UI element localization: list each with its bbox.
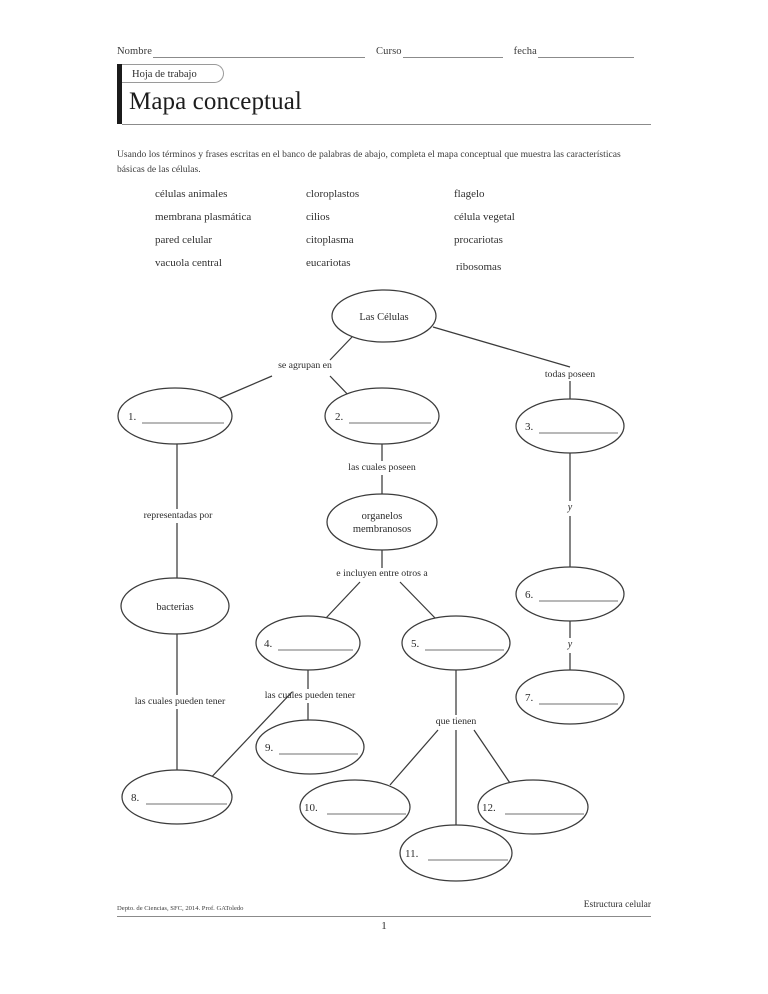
edge-se-agrupan-to-n1 — [215, 375, 273, 401]
link-label-las-cuales-pueden-tener-1: las cuales pueden tener — [135, 696, 226, 707]
word-bank-item: células animales — [155, 188, 228, 200]
curso-label: Curso — [376, 46, 402, 57]
edge-que-tienen-to-n10 — [389, 729, 439, 786]
link-label-que-tienen: que tienen — [436, 716, 477, 727]
link-label-y-1: y — [567, 502, 573, 513]
node-8[interactable]: 8. — [121, 769, 233, 825]
student-info-row: Nombre Curso fecha — [117, 40, 651, 58]
fecha-blank[interactable] — [537, 45, 634, 58]
concept-map-link-labels: se agrupan en todas poseen las cuales po… — [135, 360, 596, 727]
node-number-10: 10. — [304, 802, 318, 814]
node-1[interactable]: 1. — [117, 387, 233, 445]
node-organelos-membranosos: organelos membranosos — [326, 493, 438, 551]
node-2[interactable]: 2. — [324, 387, 440, 445]
word-bank-item: flagelo — [454, 188, 485, 200]
title-accent-bar — [117, 64, 122, 124]
node-10[interactable]: 10. — [299, 779, 411, 835]
page-number: 1 — [381, 920, 387, 932]
instructions-text: Usando los términos y frases escritas en… — [117, 149, 621, 175]
node-3[interactable]: 3. — [515, 398, 625, 454]
link-label-y-2: y — [567, 639, 573, 650]
word-bank: células animales membrana plasmática par… — [117, 188, 651, 280]
node-number-6: 6. — [525, 589, 534, 601]
concept-map: Las Células 1. 2. 3. — [0, 280, 768, 900]
node-12[interactable]: 12. — [477, 779, 589, 835]
node-number-5: 5. — [411, 638, 420, 650]
link-label-las-cuales-poseen: las cuales poseen — [348, 462, 416, 473]
page-title: Mapa conceptual — [129, 88, 302, 115]
edge-e-incluyen-to-n5 — [399, 581, 438, 621]
link-label-las-cuales-pueden-tener-2: las cuales pueden tener — [265, 690, 356, 701]
title-divider — [122, 124, 651, 125]
footer-credit: Depto. de Ciencias, SFC, 2014. Prof. GAT… — [117, 905, 244, 912]
edge-root-to-se-agrupan — [329, 336, 353, 361]
node-number-8: 8. — [131, 792, 140, 804]
link-label-todas-poseen: todas poseen — [545, 369, 595, 380]
word-bank-item: membrana plasmática — [155, 211, 252, 223]
node-label-root: Las Células — [359, 312, 408, 323]
node-11[interactable]: 11. — [399, 824, 513, 882]
footer-divider — [117, 916, 651, 917]
page-footer: Estructura celular Depto. de Ciencias, S… — [117, 900, 651, 950]
node-4[interactable]: 4. — [255, 615, 361, 671]
node-number-2: 2. — [335, 411, 344, 423]
word-bank-item: procariotas — [454, 234, 503, 246]
edge-root-to-todas-poseen — [432, 326, 571, 368]
word-bank-item: cilios — [306, 211, 330, 223]
word-bank-item: cloroplastos — [306, 188, 360, 200]
node-6[interactable]: 6. — [515, 566, 625, 622]
word-bank-item: eucariotas — [306, 257, 351, 269]
node-label-organelos-line2: membranosos — [353, 524, 411, 535]
title-block: Hoja de trabajo Mapa conceptual — [117, 62, 651, 130]
word-bank-item: ribosomas — [456, 261, 502, 273]
node-number-11: 11. — [405, 848, 419, 860]
concept-map-nodes: Las Células 1. 2. 3. — [117, 289, 625, 882]
edge-las-cuales-pueden-tener-2-to-n8 — [204, 691, 293, 785]
edge-e-incluyen-to-n4 — [325, 581, 361, 619]
node-number-3: 3. — [525, 421, 534, 433]
link-label-e-incluyen-entre-otros: e incluyen entre otros a — [336, 568, 428, 579]
node-number-9: 9. — [265, 742, 274, 754]
link-label-representadas-por: representadas por — [144, 510, 214, 521]
node-label-organelos-line1: organelos — [362, 511, 403, 522]
edge-que-tienen-to-n12 — [473, 729, 513, 787]
node-root: Las Células — [331, 289, 437, 343]
node-7[interactable]: 7. — [515, 669, 625, 725]
node-label-bacterias: bacterias — [156, 602, 193, 613]
fecha-label: fecha — [513, 46, 537, 57]
curso-blank[interactable] — [402, 45, 503, 58]
nombre-label: Nombre — [117, 46, 153, 57]
node-number-4: 4. — [264, 638, 273, 650]
node-number-1: 1. — [128, 411, 137, 423]
node-number-7: 7. — [525, 692, 534, 704]
footer-topic: Estructura celular — [583, 900, 651, 910]
concept-map-edges — [176, 326, 571, 825]
node-9[interactable]: 9. — [255, 719, 365, 775]
link-label-se-agrupan-en: se agrupan en — [278, 360, 332, 371]
word-bank-item: vacuola central — [155, 257, 222, 269]
node-number-12: 12. — [482, 802, 496, 814]
nombre-blank[interactable] — [153, 45, 366, 58]
node-5[interactable]: 5. — [401, 615, 511, 671]
worksheet-type-tab: Hoja de trabajo — [122, 64, 224, 83]
word-bank-item: pared celular — [155, 234, 213, 246]
node-bacterias: bacterias — [120, 577, 230, 635]
word-bank-item: citoplasma — [306, 234, 354, 246]
word-bank-item: célula vegetal — [454, 211, 515, 223]
